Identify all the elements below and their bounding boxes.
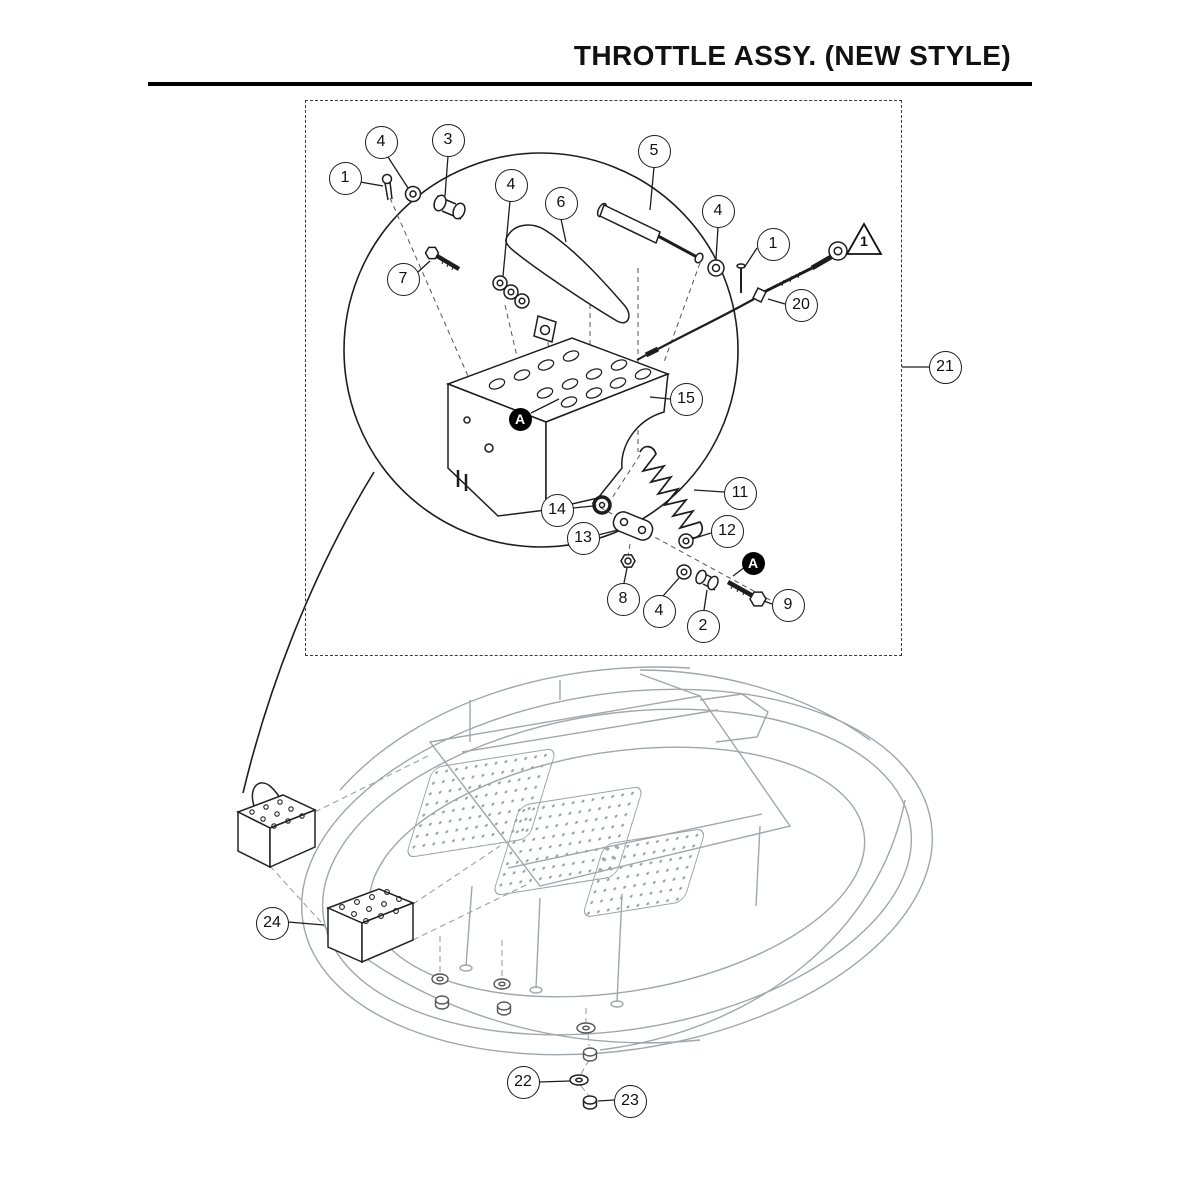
- callout-13: 13: [566, 521, 600, 555]
- callout-9: 9: [771, 588, 805, 622]
- callout-20: 20: [784, 288, 818, 322]
- callout-3: 3: [431, 123, 465, 157]
- title-underline: [148, 82, 1032, 86]
- leader-lines: [287, 155, 929, 1102]
- callout-22: 22: [506, 1065, 540, 1099]
- detail-marker-a-1: A: [508, 407, 532, 431]
- callout-5: 5: [637, 134, 671, 168]
- callout-1-a: 1: [328, 161, 362, 195]
- detail-circle: [242, 152, 739, 794]
- callout-7: 7: [386, 262, 420, 296]
- callout-4-c: 4: [701, 194, 735, 228]
- page-title: THROTTLE ASSY. (NEW STYLE): [573, 40, 1012, 71]
- throttle-cover-box: [326, 888, 416, 964]
- warning-triangle-outline: [845, 222, 883, 255]
- callout-8: 8: [606, 582, 640, 616]
- callout-4-a: 4: [364, 125, 398, 159]
- called-out-fasteners: [569, 1074, 598, 1110]
- callout-4-b: 4: [494, 168, 528, 202]
- callout-15: 15: [669, 382, 703, 416]
- callout-23: 23: [613, 1084, 647, 1118]
- callout-24: 24: [255, 906, 289, 940]
- detail-marker-a-2: A: [741, 551, 765, 575]
- deck-fasteners: [431, 973, 598, 1062]
- callout-4-d: 4: [642, 594, 676, 628]
- exploded-view-boundary: [305, 100, 902, 656]
- warning-triangle: 1: [845, 222, 883, 256]
- callout-2: 2: [686, 609, 720, 643]
- deck-guide-dashes: [269, 755, 590, 1097]
- callout-11: 11: [723, 476, 757, 510]
- callout-21: 21: [928, 350, 962, 384]
- warning-number: 1: [860, 233, 868, 249]
- mounted-throttle-box: [236, 782, 317, 869]
- callout-1-b: 1: [756, 227, 790, 261]
- deck-drawing: [300, 666, 934, 1056]
- callout-12: 12: [710, 514, 744, 548]
- callout-14: 14: [540, 493, 574, 527]
- callout-6: 6: [544, 186, 578, 220]
